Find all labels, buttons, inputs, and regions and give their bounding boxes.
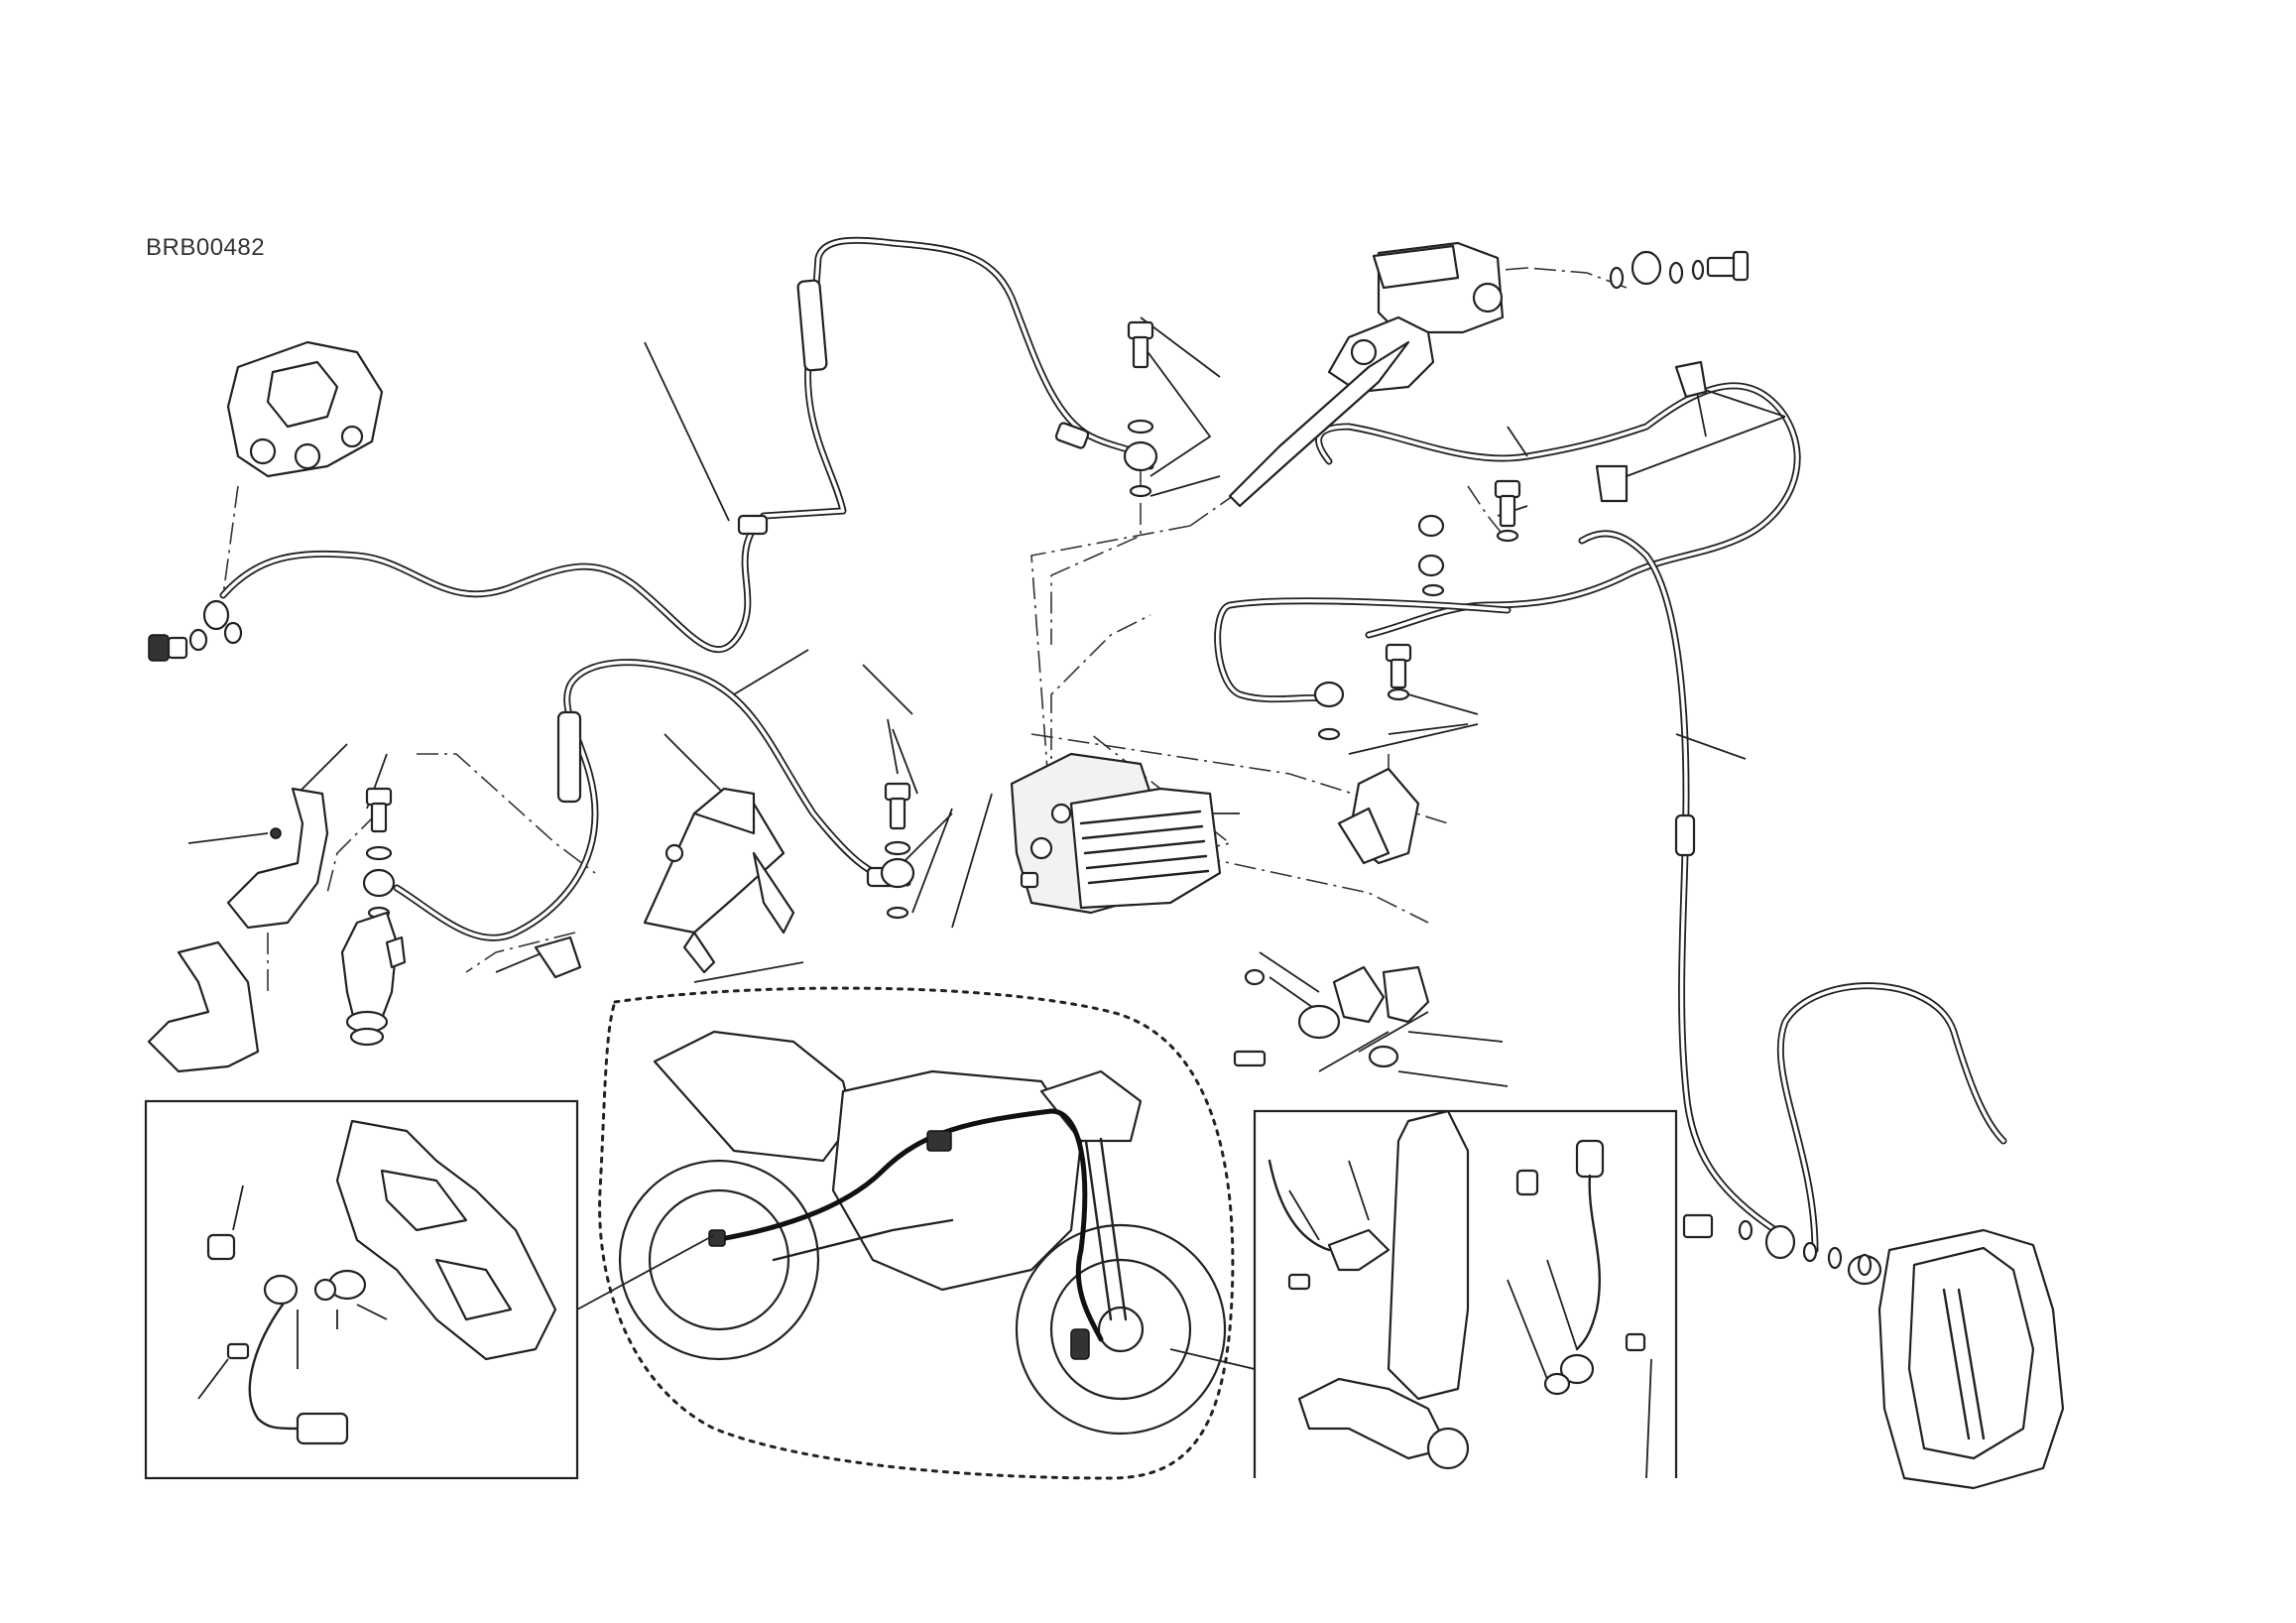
front-brake-caliper-icon xyxy=(1847,1228,2065,1490)
front-wheel-speed-sensor-detail xyxy=(1253,1109,1678,1479)
sensor-bracket-icon xyxy=(1233,767,1430,1068)
rear-caliper-banjo-icon xyxy=(148,599,243,662)
banjo-bolts-washers-icon xyxy=(362,320,1708,920)
rear-wheel-speed-sensor-detail xyxy=(144,1099,579,1480)
front-brake-master-cylinder-icon xyxy=(1228,241,1505,508)
pedal-bracket-icon xyxy=(534,787,795,979)
front-caliper-banjo-icon xyxy=(1682,1213,1873,1277)
rear-brake-caliper-icon xyxy=(226,340,384,478)
brake-hoses xyxy=(219,236,2007,1254)
abs-control-unit-icon xyxy=(1010,752,1222,915)
leader-lines xyxy=(187,316,1786,1087)
drawing-code: BRB00482 xyxy=(146,234,266,261)
detail-callouts xyxy=(576,1234,1256,1370)
rear-brake-master-cylinder-icon xyxy=(340,911,407,1047)
heel-guard-bracket-icon xyxy=(147,787,329,1073)
master-cylinder-banjo-icon xyxy=(1609,250,1750,290)
motorcycle-overview-icon xyxy=(598,986,1235,1480)
